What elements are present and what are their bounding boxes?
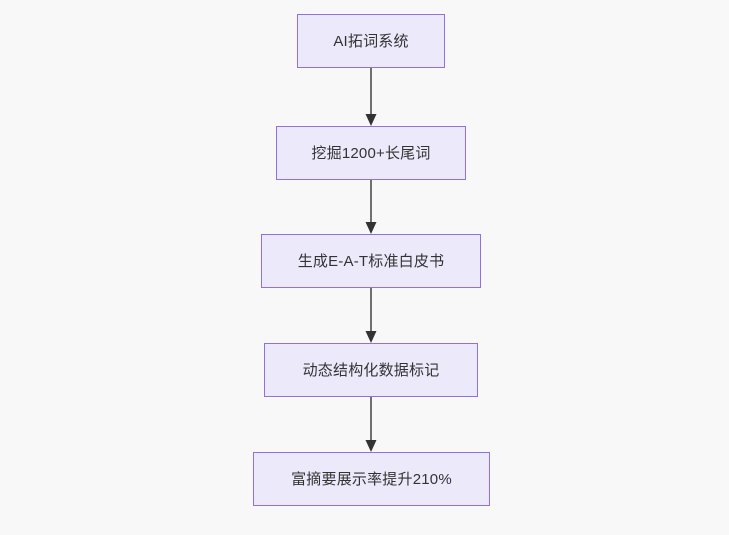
flow-node-label: 挖掘1200+长尾词 — [311, 144, 431, 162]
flow-node-label: 富摘要展示率提升210% — [291, 470, 452, 488]
flow-node-dynamic-structured-data-markup[interactable]: 动态结构化数据标记 — [264, 343, 478, 397]
flow-edge-n1-to-n2 — [361, 68, 381, 126]
flow-node-generate-eat-whitepaper[interactable]: 生成E-A-T标准白皮书 — [261, 234, 481, 288]
flow-edge-n2-to-n3 — [361, 180, 381, 234]
flow-edge-n4-to-n5 — [361, 397, 381, 452]
flow-node-mine-longtail-keywords[interactable]: 挖掘1200+长尾词 — [276, 126, 466, 180]
flow-node-label: 生成E-A-T标准白皮书 — [297, 252, 445, 270]
flow-node-ai-keyword-system[interactable]: AI拓词系统 — [297, 14, 445, 68]
flow-node-label: 动态结构化数据标记 — [302, 361, 440, 379]
flow-edge-n3-to-n4 — [361, 288, 381, 343]
flow-node-label: AI拓词系统 — [333, 32, 409, 50]
flow-node-rich-snippet-rate-increase[interactable]: 富摘要展示率提升210% — [253, 452, 490, 506]
